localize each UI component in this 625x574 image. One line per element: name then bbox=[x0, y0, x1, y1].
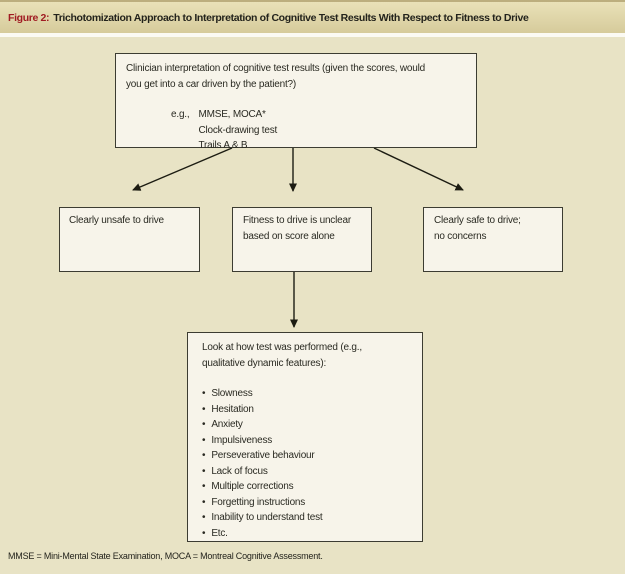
feature-item: Forgetting instructions bbox=[202, 495, 414, 511]
qualitative-features-list: Slowness Hesitation Anxiety Impulsivenes… bbox=[202, 386, 414, 541]
test-example: Clock-drawing test bbox=[198, 124, 278, 136]
arrow-top-to-safe bbox=[373, 147, 464, 191]
header-divider bbox=[0, 33, 625, 37]
outcome-box-unsafe: Clearly unsafe to drive bbox=[59, 207, 200, 272]
feature-item: Etc. bbox=[202, 526, 414, 542]
figure-number-label: Figure 2: bbox=[8, 11, 50, 24]
feature-item: Perseverative behaviour bbox=[202, 448, 414, 464]
outcome-unsafe-label: Clearly unsafe to drive bbox=[69, 215, 164, 226]
outcome-box-unclear: Fitness to drive is unclear based on sco… bbox=[232, 207, 372, 272]
clinician-interpretation-box: Clinician interpretation of cognitive te… bbox=[115, 53, 477, 151]
examples-row: e.g., MMSE, MOCA* Clock-drawing test Tra… bbox=[171, 107, 466, 154]
qualitative-features-box: Look at how test was performed (e.g., qu… bbox=[187, 332, 423, 542]
feature-item: Multiple corrections bbox=[202, 479, 414, 495]
test-example: MMSE, MOCA* bbox=[198, 109, 266, 120]
outcome-safe-label: Clearly safe to drive; no concerns bbox=[434, 215, 521, 242]
outcome-unclear-label: Fitness to drive is unclear based on sco… bbox=[243, 215, 351, 242]
arrow-top-to-unsafe bbox=[132, 147, 233, 191]
figure-title: Figure 2:Trichotomization Approach to In… bbox=[8, 11, 529, 24]
feature-item: Impulsiveness bbox=[202, 433, 414, 449]
feature-item: Hesitation bbox=[202, 402, 414, 418]
outcome-box-safe: Clearly safe to drive; no concerns bbox=[423, 207, 563, 272]
eg-label: e.g., bbox=[171, 109, 190, 120]
test-examples-list: MMSE, MOCA* Clock-drawing test Trails A … bbox=[198, 107, 277, 154]
abbreviations-footnote: MMSE = Mini-Mental State Examination, MO… bbox=[8, 551, 323, 561]
detail-box-heading: Look at how test was performed (e.g., qu… bbox=[202, 342, 362, 369]
feature-item: Lack of focus bbox=[202, 464, 414, 480]
figure-title-text: Trichotomization Approach to Interpretat… bbox=[53, 11, 529, 24]
figure-header: Figure 2:Trichotomization Approach to In… bbox=[0, 0, 625, 33]
feature-item: Slowness bbox=[202, 386, 414, 402]
clinician-box-heading: Clinician interpretation of cognitive te… bbox=[126, 63, 426, 90]
feature-item: Anxiety bbox=[202, 417, 414, 433]
feature-item: Inability to understand test bbox=[202, 510, 414, 526]
test-example: Trails A & B bbox=[198, 140, 248, 151]
